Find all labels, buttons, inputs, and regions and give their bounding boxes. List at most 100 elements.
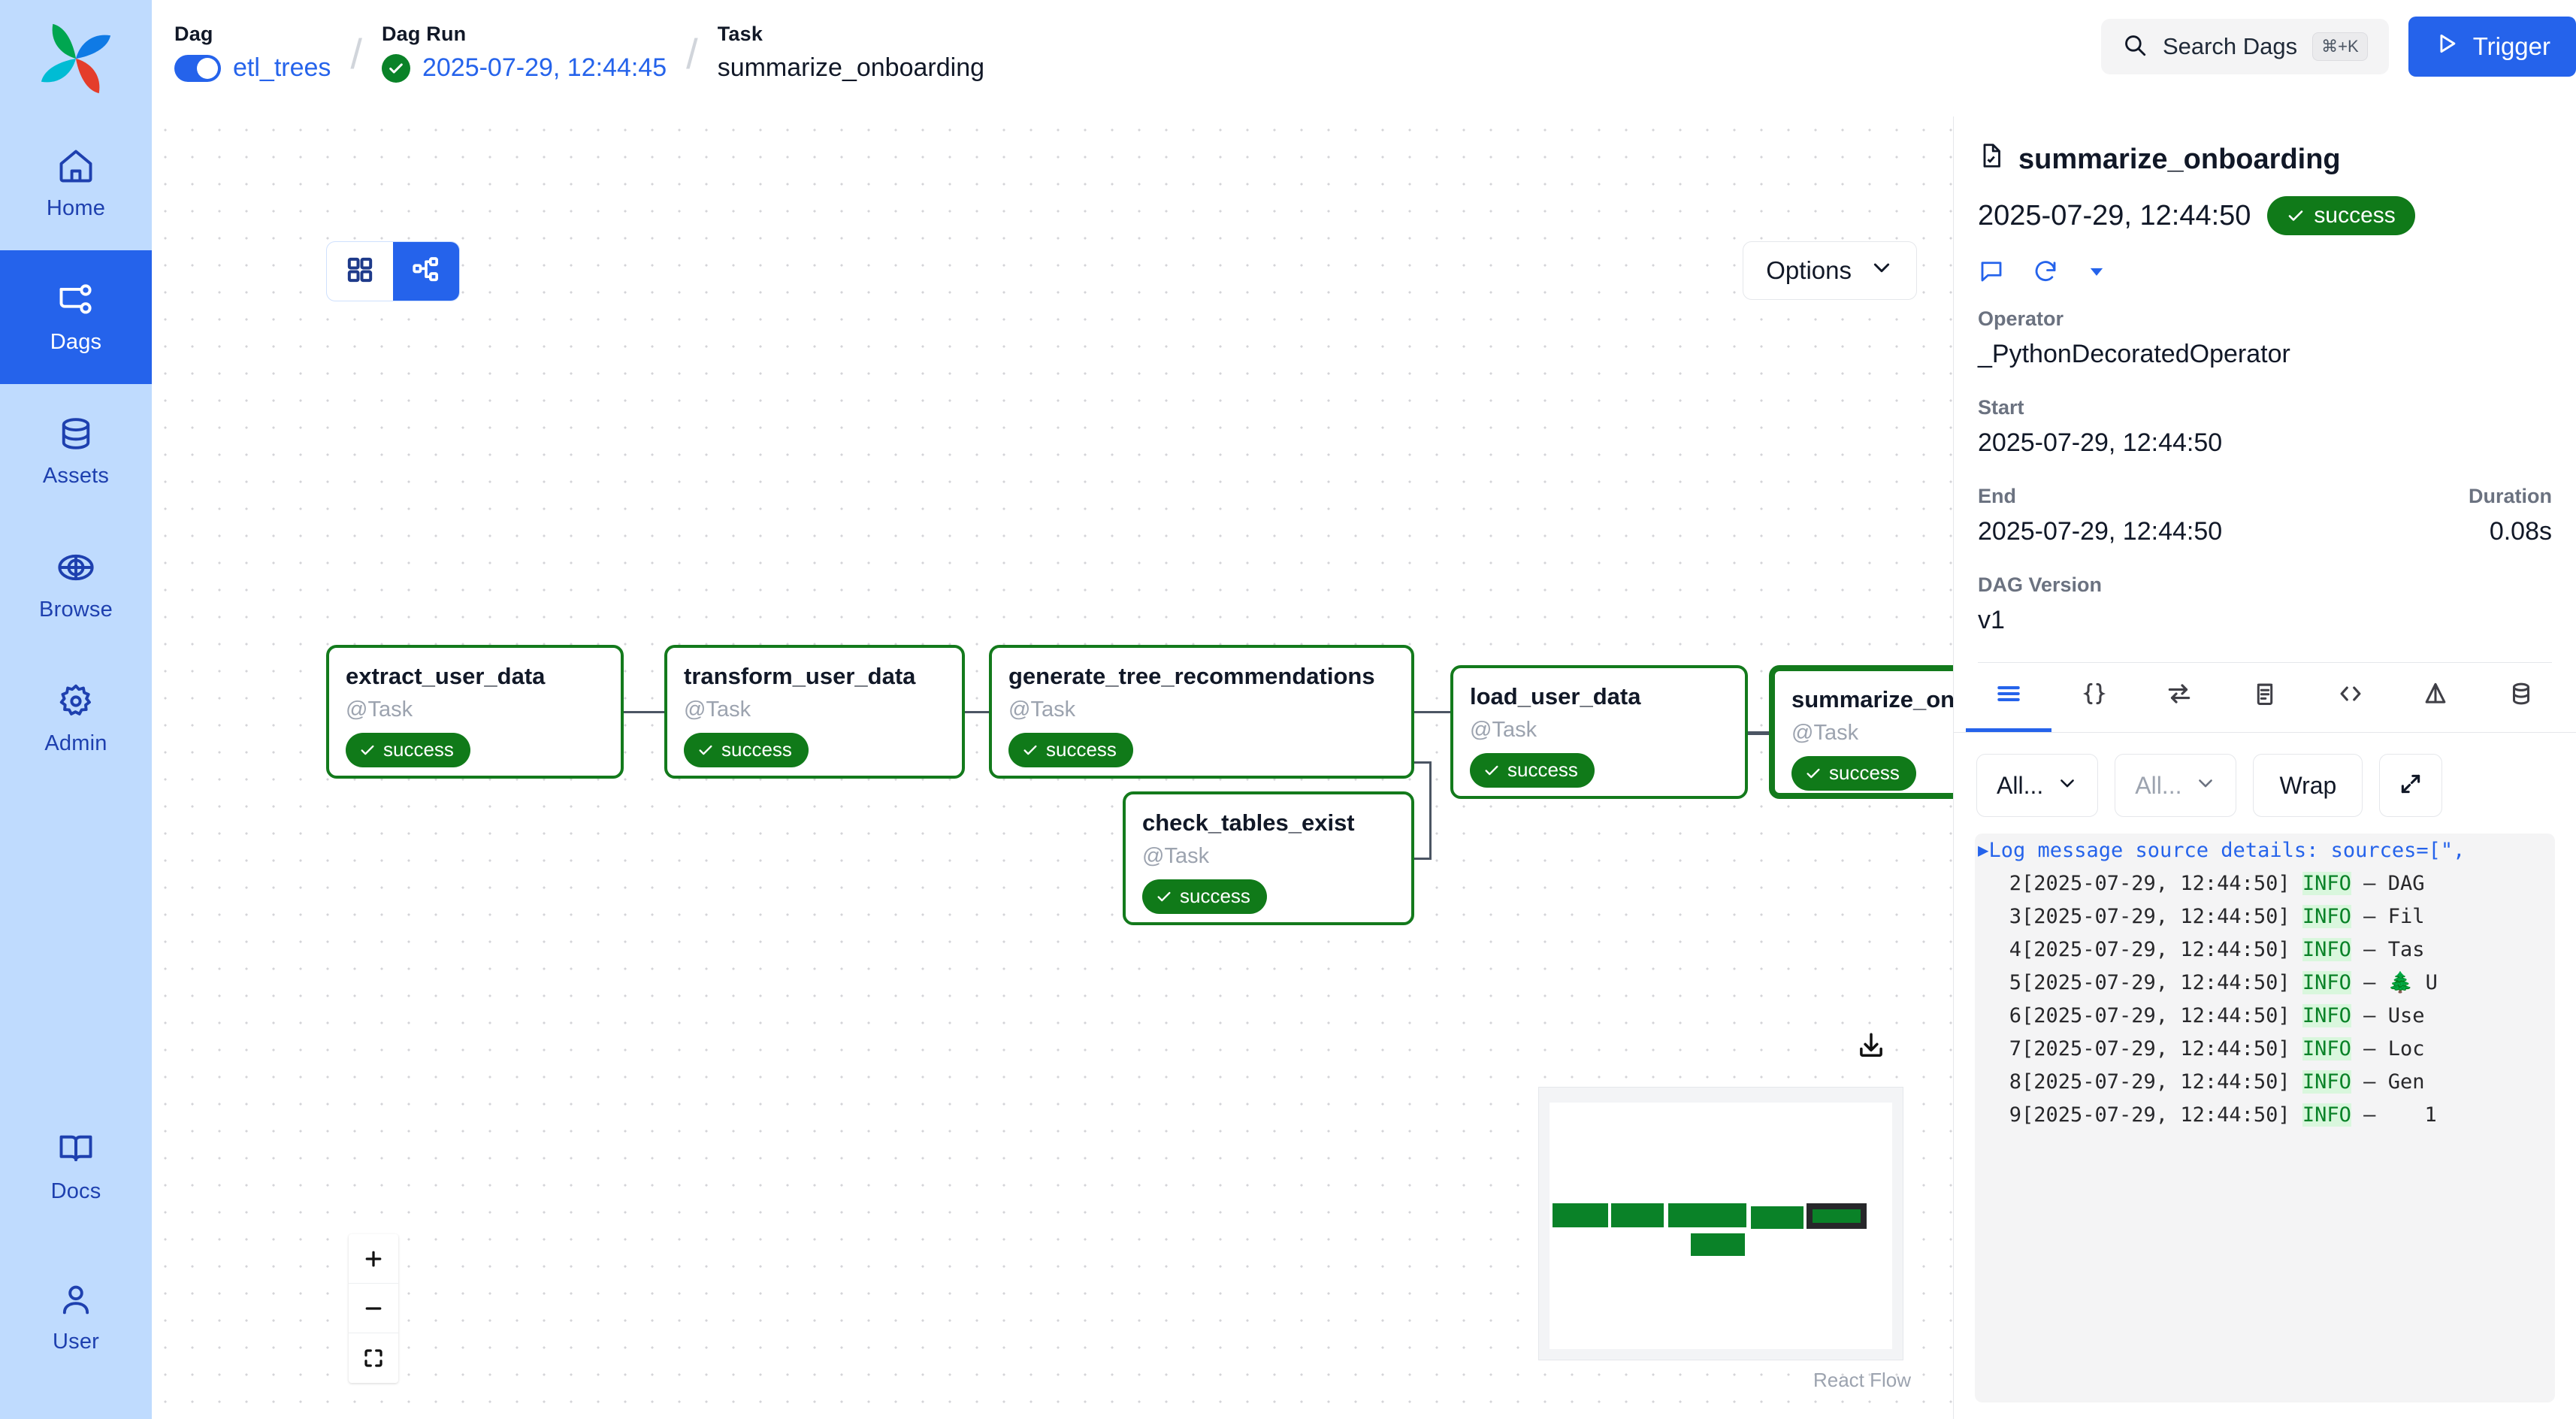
meta-end-duration: End 2025-07-29, 12:44:50 Duration 0.08s xyxy=(1978,485,2552,546)
tab-rendered-templates[interactable] xyxy=(2051,663,2137,732)
status-badge-label: success xyxy=(1829,761,1900,784)
meta-label: Operator xyxy=(1978,307,2064,330)
log-level: INFO xyxy=(2302,937,2351,961)
sidebar-item-label: Browse xyxy=(39,597,113,622)
minimap-node-selected xyxy=(1807,1203,1867,1229)
options-label: Options xyxy=(1766,256,1852,284)
log-line: 3 [2025-07-29, 12:44:50] INFO – Fil xyxy=(1975,900,2555,933)
log-line: 4 [2025-07-29, 12:44:50] INFO – Tas xyxy=(1975,933,2555,966)
graph-view-button[interactable] xyxy=(393,242,459,301)
graph-minimap[interactable] xyxy=(1538,1087,1903,1360)
tab-assets[interactable] xyxy=(2478,663,2564,732)
meta-value: 2025-07-29, 12:44:50 xyxy=(1978,428,2223,457)
tab-events[interactable] xyxy=(2393,663,2479,732)
node-title: load_user_data xyxy=(1470,683,1641,710)
log-toolbar: All... All... Wrap xyxy=(1954,733,2576,834)
detail-meta: Operator _PythonDecoratedOperator Start … xyxy=(1954,285,2576,663)
breadcrumb-separator: / xyxy=(350,30,362,77)
log-level: INFO xyxy=(2302,1103,2351,1127)
breadcrumb-dag-run: Dag Run 2025-07-29, 12:44:45 xyxy=(381,23,667,83)
sidebar-item-label: Docs xyxy=(50,1178,101,1203)
fit-view-button[interactable] xyxy=(349,1333,398,1383)
log-timestamp: [2025-07-29, 12:44:50] xyxy=(2021,904,2290,928)
dag-pause-toggle[interactable] xyxy=(174,54,221,82)
more-actions-button[interactable] xyxy=(2086,261,2107,282)
fullscreen-button[interactable] xyxy=(2379,754,2443,817)
graph-node-selected[interactable]: summarize_onboarding @Task success xyxy=(1769,665,1954,799)
log-message: 🌲 U xyxy=(2387,971,2438,994)
meta-label: Duration xyxy=(2469,485,2552,507)
log-line: 2 [2025-07-29, 12:44:50] INFO – DAG xyxy=(1975,867,2555,900)
airflow-pinwheel-logo[interactable] xyxy=(0,0,152,116)
wrap-toggle-button[interactable]: Wrap xyxy=(2253,754,2363,817)
sidebar-item-docs[interactable]: Docs xyxy=(0,1091,152,1242)
expand-caret-icon[interactable]: ▶ xyxy=(1978,840,1989,861)
log-viewer[interactable]: ▶Log message source details: sources=[",… xyxy=(1975,834,2555,1402)
edge-generate-to-load xyxy=(1414,711,1452,713)
sidebar-item-browse[interactable]: Browse xyxy=(0,518,152,652)
meta-value: v1 xyxy=(1978,606,2005,634)
clear-task-button[interactable] xyxy=(2032,258,2059,285)
log-timestamp: [2025-07-29, 12:44:50] xyxy=(2021,970,2290,994)
dag-graph-icon xyxy=(56,280,95,319)
edge-load-to-summarize xyxy=(1748,731,1770,735)
sidebar-item-label: User xyxy=(52,1329,100,1354)
log-scrollbar[interactable] xyxy=(2544,834,2555,1402)
graph-node[interactable]: generate_tree_recommendations @Task succ… xyxy=(989,645,1414,779)
graph-node[interactable]: transform_user_data @Task success xyxy=(664,645,965,779)
download-icon[interactable] xyxy=(1855,1030,1887,1066)
log-line-number: 4 xyxy=(2009,937,2021,961)
node-subtitle: @Task xyxy=(346,697,413,722)
trigger-button[interactable]: Trigger xyxy=(2408,17,2576,77)
tab-logs[interactable] xyxy=(1966,663,2051,732)
chevron-down-icon xyxy=(1870,256,1894,286)
detail-status-label: success xyxy=(2314,203,2396,228)
options-button[interactable]: Options xyxy=(1743,241,1917,300)
detail-title: summarize_onboarding xyxy=(2018,143,2341,175)
zoom-in-button[interactable] xyxy=(349,1234,398,1284)
status-badge: success xyxy=(1142,879,1267,914)
note-button[interactable] xyxy=(1978,258,2005,285)
log-level: INFO xyxy=(2302,1036,2351,1060)
breadcrumb-dag-value[interactable]: etl_trees xyxy=(233,53,331,82)
node-title: summarize_onboarding xyxy=(1791,686,1954,713)
log-line-number: 6 xyxy=(2009,1003,2021,1027)
log-message: Fil xyxy=(2387,904,2425,928)
sidebar-item-assets[interactable]: Assets xyxy=(0,384,152,518)
log-message: Gen xyxy=(2387,1070,2425,1094)
graph-icon xyxy=(411,255,441,289)
tab-xcom[interactable] xyxy=(2136,663,2222,732)
log-source-filter[interactable]: All... xyxy=(2115,754,2237,817)
graph-node[interactable]: extract_user_data @Task success xyxy=(326,645,624,779)
warning-triangle-icon xyxy=(2421,679,2450,712)
sidebar-item-user[interactable]: User xyxy=(0,1242,152,1392)
dag-graph-canvas[interactable]: Options extract_user_data @Task xyxy=(152,116,1954,1419)
breadcrumb-dag-run-value[interactable]: 2025-07-29, 12:44:45 xyxy=(422,53,667,82)
search-input[interactable]: Search Dags ⌘+K xyxy=(2100,19,2389,74)
graph-node[interactable]: check_tables_exist @Task success xyxy=(1123,791,1414,925)
log-header-text: Log message source details: sources=[", xyxy=(1988,838,2466,862)
sidebar-item-home[interactable]: Home xyxy=(0,116,152,250)
status-badge: success xyxy=(684,733,809,767)
globe-icon xyxy=(56,548,95,587)
sidebar-nav-top: Home Dags xyxy=(0,116,152,785)
tab-code[interactable] xyxy=(2308,663,2393,732)
detail-header: summarize_onboarding 2025-07-29, 12:44:5… xyxy=(1954,116,2576,285)
edge-branch-to-check xyxy=(1413,858,1432,860)
sidebar-item-admin[interactable]: Admin xyxy=(0,652,152,785)
log-line: 8 [2025-07-29, 12:44:50] INFO – Gen xyxy=(1975,1065,2555,1098)
task-document-icon xyxy=(1978,142,2005,177)
log-level-filter[interactable]: All... xyxy=(1976,754,2099,817)
log-line: 6 [2025-07-29, 12:44:50] INFO – Use xyxy=(1975,999,2555,1032)
log-header-line[interactable]: ▶Log message source details: sources=[", xyxy=(1975,834,2555,867)
graph-node[interactable]: load_user_data @Task success xyxy=(1450,665,1748,799)
tab-details[interactable] xyxy=(2222,663,2308,732)
database-icon xyxy=(56,414,95,453)
book-icon xyxy=(56,1130,95,1169)
grid-view-button[interactable] xyxy=(327,242,393,301)
notes-icon xyxy=(2251,679,2279,712)
zoom-out-button[interactable] xyxy=(349,1284,398,1333)
meta-label: End xyxy=(1978,485,2016,507)
edge-generate-branch-top xyxy=(1414,761,1432,764)
sidebar-item-dags[interactable]: Dags xyxy=(0,250,152,384)
